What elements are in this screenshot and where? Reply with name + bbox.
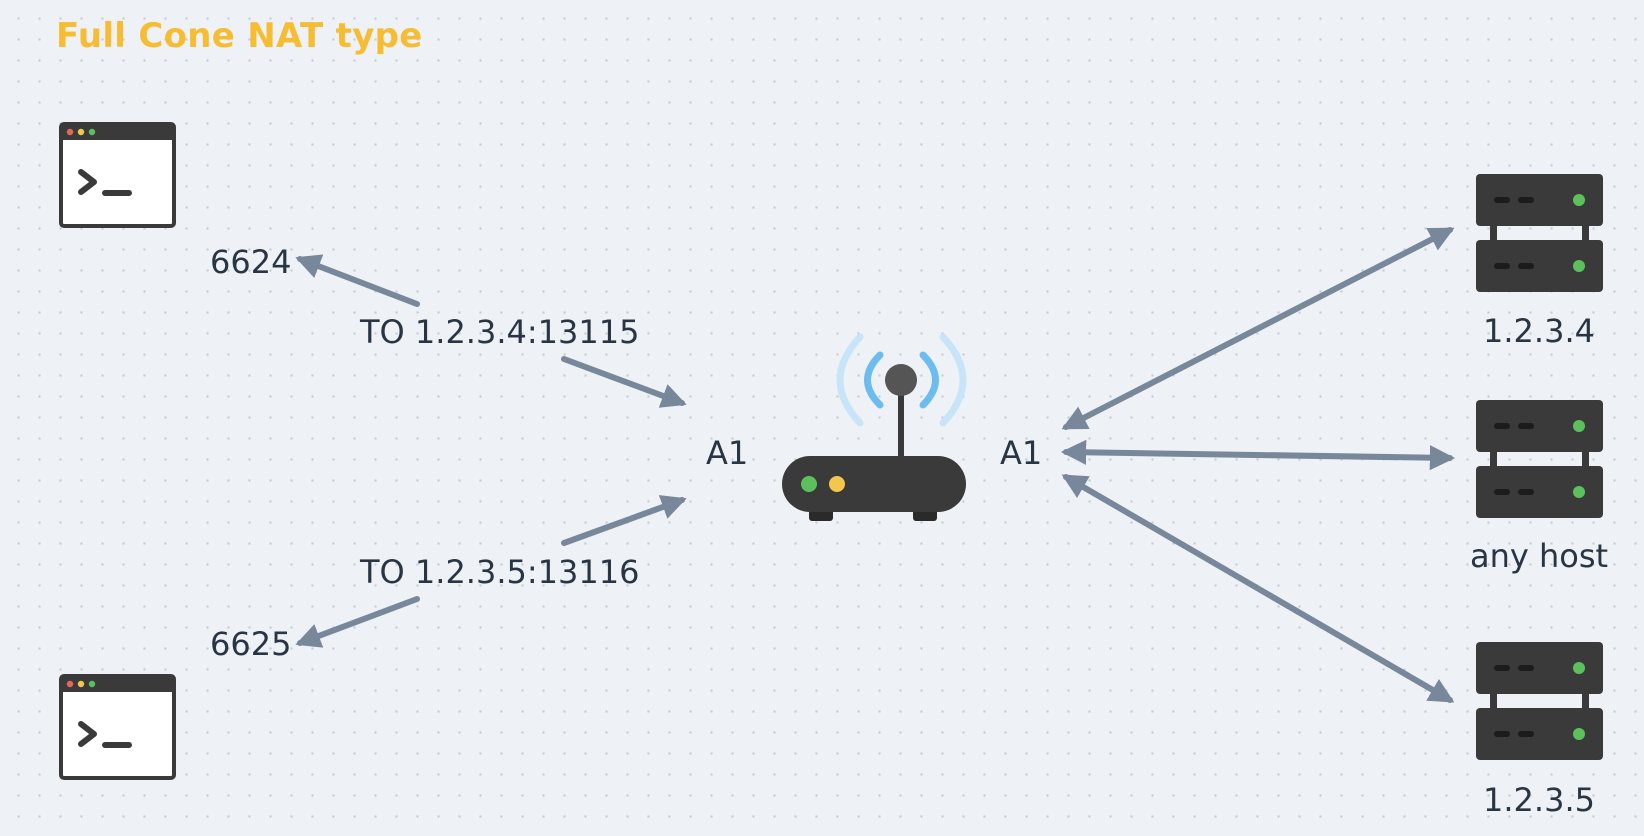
server-label-1-2-3-4: 1.2.3.4 <box>1483 312 1595 350</box>
diagram-title: Full Cone NAT type <box>56 16 423 56</box>
port-label-6625: 6625 <box>210 625 292 663</box>
nat-inside-label: A1 <box>706 434 749 472</box>
server-icon <box>1476 400 1603 518</box>
destination-label-top: TO 1.2.3.4:13115 <box>360 313 640 351</box>
arrow-a1-server-1-2-3-4 <box>1061 227 1455 430</box>
server-label-1-2-3-5: 1.2.3.5 <box>1483 781 1595 819</box>
server-icon <box>1476 642 1603 760</box>
wifi-router-icon <box>782 333 967 521</box>
arrow-a1-server-1-2-3-5 <box>1061 474 1455 703</box>
arrow-reply-to-6624 <box>295 254 420 307</box>
arrow-reply-to-6625 <box>295 596 420 648</box>
port-label-6624: 6624 <box>210 243 292 281</box>
destination-label-bottom: TO 1.2.3.5:13116 <box>360 553 640 591</box>
arrow-6625-to-a1 <box>561 495 687 546</box>
arrow-6624-to-a1 <box>561 356 687 408</box>
nat-outside-label: A1 <box>1000 434 1043 472</box>
server-icon <box>1476 174 1603 292</box>
arrow-a1-any-host <box>1060 439 1456 471</box>
terminal-icon <box>59 122 176 228</box>
server-label-any-host: any host <box>1469 537 1609 575</box>
terminal-icon <box>59 674 176 780</box>
